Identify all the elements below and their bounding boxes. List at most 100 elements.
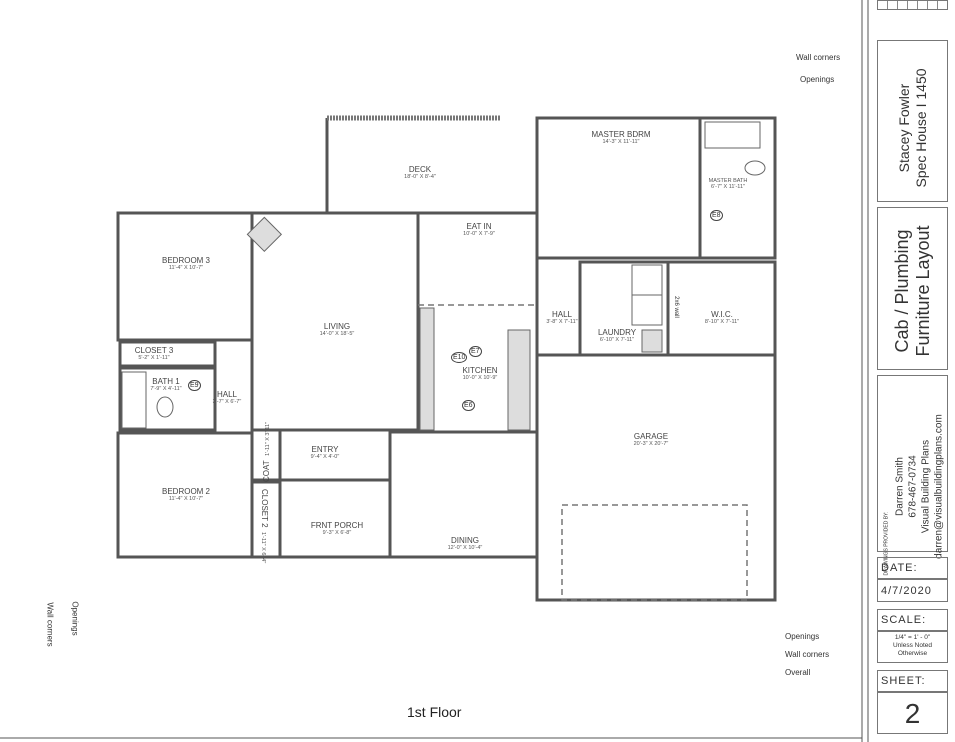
room-dim: 11'-4" X 10'-7": [168, 265, 204, 271]
room-name: CLOSET 3: [134, 346, 174, 355]
room-name: LAUNDRY: [597, 328, 637, 337]
note-wall-corners-top: Wall corners: [796, 53, 841, 62]
room-dim: 12'-0" X 10'-4": [447, 545, 483, 551]
sheet-number: 2: [877, 692, 948, 734]
room-dim: 20'-3" X 20'-7": [633, 441, 669, 447]
room-dim: 18'-0" X 8'-4": [404, 174, 436, 180]
provided-by-label: DRAWINGS PROVIDED BY:: [883, 511, 890, 576]
marker-e9: E9: [188, 380, 201, 391]
wall-bedroom-3: [116, 211, 254, 342]
room-dim: 7'-9" X 4'-11": [150, 386, 182, 392]
marker-e10: E10: [451, 352, 468, 363]
bathtub-master: [704, 121, 761, 149]
marker-e8: E8: [710, 210, 723, 221]
kitchen-counter-right: [507, 329, 531, 431]
sheet-label: SHEET:: [877, 670, 948, 692]
room-name: ENTRY: [311, 445, 339, 454]
designer-name: Darren Smith: [894, 457, 906, 516]
room-dim: 10'-0" X 10'-9": [462, 375, 498, 381]
scale-line-2: Unless Noted: [892, 642, 933, 649]
room-name: W.I.C.: [711, 310, 733, 319]
scale-line-3: Otherwise: [897, 650, 928, 657]
garage-door-outline: [561, 504, 748, 601]
wall-closet-3: [118, 340, 217, 368]
room-name: KITCHEN: [462, 366, 498, 375]
room-dim: 14'-3" X 11'-11": [602, 139, 640, 145]
fireplace: [246, 216, 283, 253]
scale-label: SCALE:: [877, 609, 948, 631]
marker-e6: E6: [462, 400, 475, 411]
note-wall-corners-br: Wall corners: [785, 650, 830, 659]
room-name: LIVING: [323, 322, 351, 331]
project-name: Spec House I 1450: [913, 68, 929, 188]
revision-table: [877, 0, 948, 10]
room-dim: 3'-7" X 6'-7": [212, 399, 242, 405]
washer: [631, 264, 663, 296]
room-coat: COAT 1'-11" X 3'-11": [256, 422, 274, 482]
room-dim: 11'-4" X 10'-7": [168, 496, 204, 502]
room-name: MASTER BDRM: [591, 130, 651, 139]
room-name: HALL: [216, 390, 238, 399]
toilet-bath-1: [156, 396, 174, 418]
room-closet-2: CLOSET 2 1'-11" X 6'-4": [257, 489, 275, 563]
designer-phone: 678-467-0734: [907, 455, 919, 518]
note-wall-corners-left: Wall corners: [45, 602, 55, 647]
toilet-master: [744, 160, 766, 176]
note-overall-br: Overall: [785, 668, 811, 677]
wall-garage: [535, 353, 777, 602]
date-value: 4/7/2020: [877, 579, 948, 602]
room-name: COAT: [262, 460, 271, 482]
room-name: DINING: [451, 536, 479, 545]
designer-box: DRAWINGS PROVIDED BY: Darren Smith 678-4…: [877, 375, 948, 576]
sheet-title-line-1: Cab / Plumbing: [892, 229, 912, 353]
room-name: GARAGE: [633, 432, 669, 441]
note-openings-br: Openings: [785, 632, 820, 641]
marker-e7: E7: [469, 346, 482, 357]
wall-front-porch: [278, 478, 392, 559]
room-name: BEDROOM 3: [161, 256, 211, 265]
designer-info: DRAWINGS PROVIDED BY: Darren Smith 678-4…: [881, 398, 946, 576]
bathtub-bath-1: [121, 371, 147, 429]
designer-company: Visual Building Plans: [920, 439, 932, 534]
room-dim: 9'-3" X 6'-8": [322, 530, 352, 536]
wall-wic: [666, 260, 777, 357]
date-label: DATE:: [877, 557, 948, 579]
room-dim: 1'-11" X 3'-11": [265, 421, 271, 456]
wall-note: 2x6 wall: [673, 296, 679, 318]
room-dim: 6'-10" X 7'-11": [599, 337, 635, 343]
room-name: DECK: [408, 165, 432, 174]
room-name: FRNT PORCH: [310, 521, 364, 530]
sheet-title-line-2: Furniture Layout: [913, 225, 933, 357]
room-dim: 14'-0" X 18'-5": [319, 331, 355, 337]
wall-bath-1: [118, 366, 217, 432]
wall-coat: [250, 428, 282, 482]
scale-line-1: 1/4" = 1' - 0": [894, 634, 931, 641]
room-wic: W.I.C.8'-10" X 7'-11": [705, 310, 739, 325]
room-name: BEDROOM 2: [161, 487, 211, 496]
room-dim: 10'-0" X 7'-9": [463, 231, 495, 237]
dryer: [631, 294, 663, 326]
room-name: MASTER BATH: [708, 178, 748, 184]
room-dim: 1'-11" X 6'-4": [260, 532, 266, 564]
room-name: BATH 1: [152, 377, 180, 386]
room-dim: 8'-10" X 7'-11": [704, 319, 740, 325]
room-name: EAT IN: [466, 222, 492, 231]
